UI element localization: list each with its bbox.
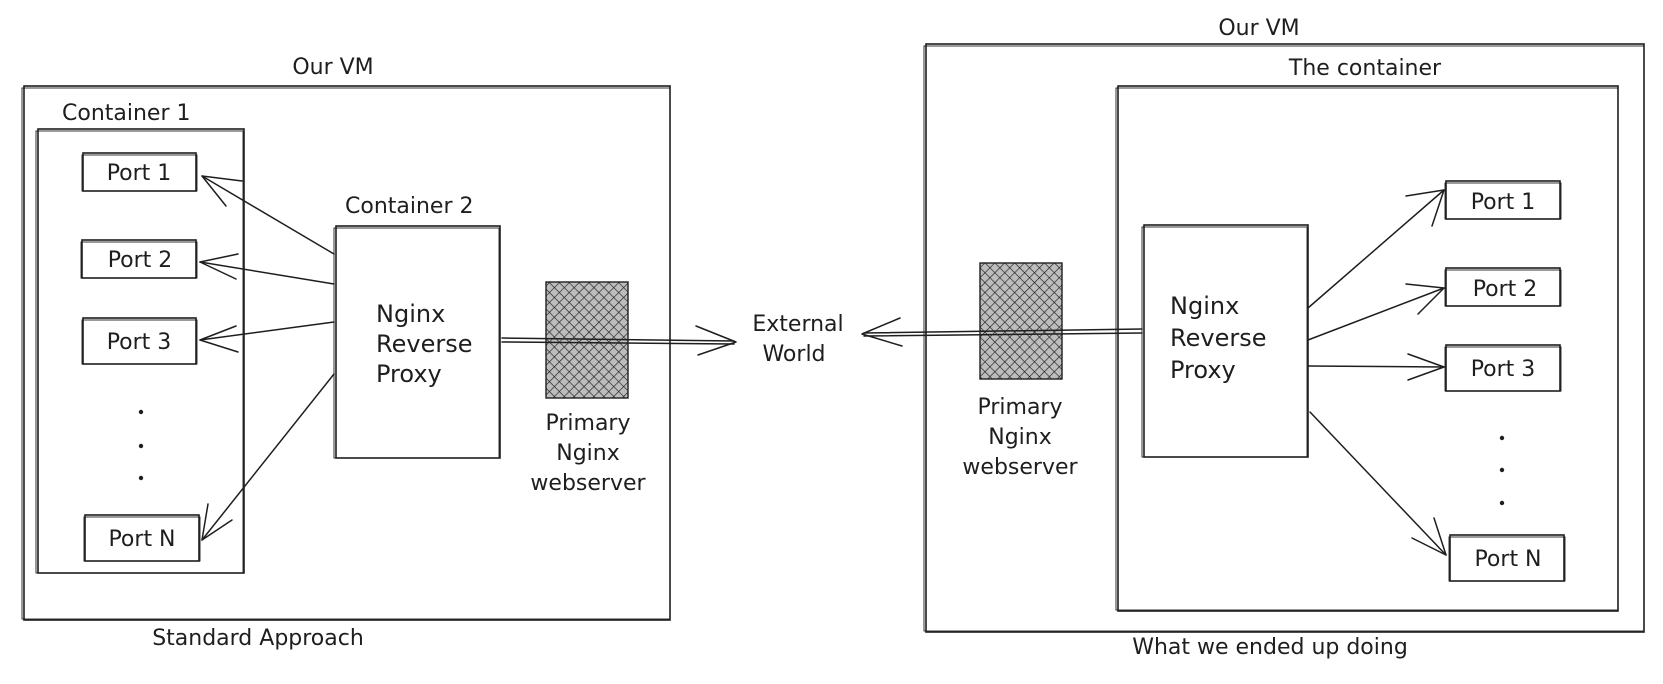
external-world-line-2: World — [762, 342, 825, 367]
right-primary-nginx-block — [979, 262, 1063, 380]
left-port-2: Port 2 — [80, 239, 198, 279]
right-port-n-box-sketch — [1448, 536, 1566, 582]
arrowhead — [1405, 283, 1445, 315]
left-port-3: Port 3 — [81, 317, 198, 365]
right-port-3: Port 3 — [1444, 344, 1562, 392]
left-port-3-label: Port 3 — [107, 330, 172, 355]
arrow-to-port-2 — [199, 261, 335, 285]
right-port-3-label: Port 3 — [1471, 357, 1536, 382]
external-world-line-1: External — [752, 312, 843, 337]
ellipsis-dot — [138, 475, 144, 481]
container-1-label: Container 1 — [62, 101, 191, 126]
right-primary-line-1: Primary — [977, 395, 1062, 420]
arrowhead — [1411, 517, 1447, 556]
left-proxy-line-2: Reverse — [376, 330, 472, 358]
arrowhead — [201, 503, 233, 541]
arrow-to-port-3 — [1307, 365, 1445, 368]
left-port-1: Port 1 — [81, 152, 198, 192]
right-caption: What we ended up doing — [1132, 635, 1408, 660]
arrowhead — [201, 175, 243, 207]
arrowhead — [199, 325, 239, 353]
left-port-n: Port N — [83, 514, 201, 562]
left-primary-line-2: Nginx — [556, 441, 620, 466]
arrowhead — [695, 325, 737, 356]
container-2-box-sketch — [333, 227, 500, 459]
left-proxy-line-3: Proxy — [376, 360, 442, 388]
arrowhead — [199, 253, 239, 280]
left-vm-label: Our VM — [292, 55, 373, 80]
left-vm-box-sketch — [21, 87, 671, 620]
right-container-box-sketch — [1115, 87, 1619, 611]
ellipsis-dot — [138, 443, 144, 449]
left-caption: Standard Approach — [152, 626, 364, 651]
left-port-2-box-sketch — [80, 241, 198, 279]
arrow-to-port-n — [201, 373, 335, 541]
right-port-n: Port N — [1448, 534, 1566, 582]
right-port-2-box-sketch — [1444, 269, 1562, 307]
left-port-1-box-sketch — [81, 154, 198, 192]
ellipsis-dot — [1499, 435, 1505, 441]
left-primary-line-3: webserver — [530, 471, 646, 496]
right-container-label: The container — [1288, 56, 1442, 81]
right-proxy-line-2: Reverse — [1170, 324, 1266, 352]
arrow-to-port-2 — [1307, 287, 1445, 341]
left-ellipsis — [138, 409, 144, 481]
external-world: External World — [752, 312, 843, 367]
right-port-1-box-sketch — [1444, 182, 1562, 220]
right-vm-box-sketch — [923, 45, 1645, 632]
arrow-to-port-n — [1309, 411, 1447, 556]
left-primary-line-1: Primary — [545, 411, 630, 436]
ellipsis-dot — [1499, 500, 1505, 506]
right-primary-line-2: Nginx — [988, 425, 1052, 450]
arrow-to-port-3 — [199, 321, 335, 341]
right-port-3-box-sketch — [1444, 346, 1562, 392]
right-to-external-arrow — [863, 328, 1143, 337]
left-proxy-to-port-arrows — [199, 175, 335, 541]
right-port-n-label: Port N — [1474, 547, 1541, 572]
left-port-2-label: Port 2 — [108, 248, 173, 273]
ellipsis-dot — [138, 409, 144, 415]
arrow-to-port-1 — [1307, 189, 1445, 309]
arrowhead — [1405, 189, 1445, 227]
right-primary-line-3: webserver — [962, 455, 1078, 480]
right-port-2: Port 2 — [1444, 267, 1562, 307]
right-diagram-what-we-ended-up-doing: Our VM The container Nginx Reverse Proxy… — [861, 16, 1645, 660]
left-to-external-arrow — [501, 337, 735, 345]
left-port-3-box-sketch — [81, 319, 198, 365]
ellipsis-dot — [1499, 467, 1505, 473]
left-port-1-label: Port 1 — [107, 161, 172, 186]
right-port-1: Port 1 — [1444, 180, 1562, 220]
right-proxy-line-1: Nginx — [1170, 292, 1239, 320]
left-proxy-line-1: Nginx — [376, 300, 445, 328]
container-2-label: Container 2 — [345, 194, 474, 219]
container-1-box-sketch — [35, 130, 244, 574]
right-vm-label: Our VM — [1218, 16, 1299, 41]
right-proxy-box-sketch — [1141, 226, 1308, 458]
left-port-n-label: Port N — [108, 527, 175, 552]
arrow-to-port-1 — [201, 175, 335, 255]
right-port-2-label: Port 2 — [1473, 277, 1538, 302]
left-diagram-standard-approach: Our VM Container 1 Port 1 Port 2 Port 3 — [21, 55, 737, 651]
right-proxy-to-port-arrows — [1307, 189, 1447, 556]
right-ellipsis — [1499, 435, 1505, 506]
arrowhead — [1407, 353, 1445, 381]
right-port-1-label: Port 1 — [1471, 190, 1536, 215]
left-port-n-box-sketch — [83, 516, 201, 562]
arrowhead — [861, 317, 903, 347]
right-proxy-line-3: Proxy — [1170, 356, 1236, 384]
